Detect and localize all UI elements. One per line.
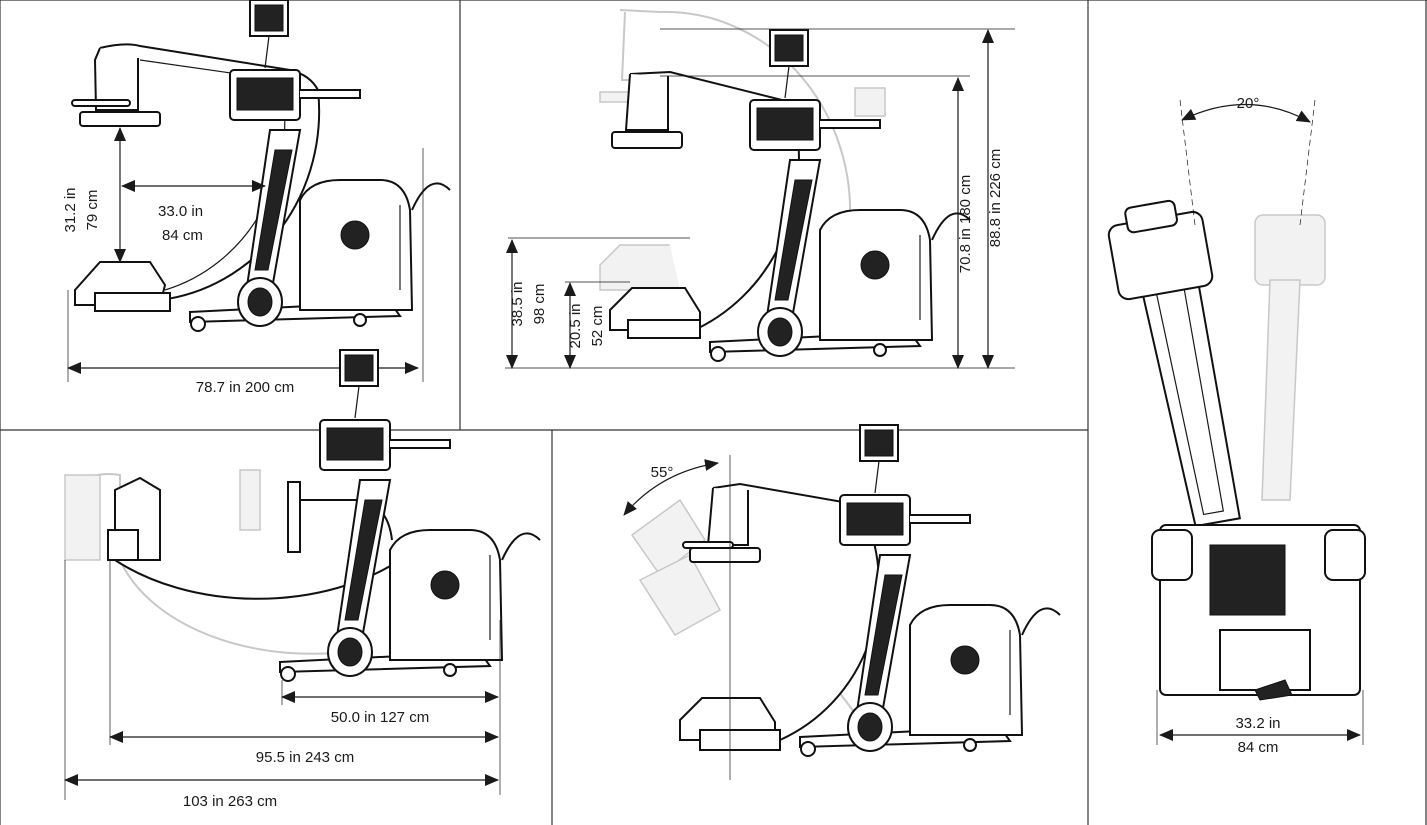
c-arm-icon [107,349,541,682]
rotation-angle-label: 20° [1237,95,1260,112]
width-in-label: 33.2 in [1235,715,1280,732]
width-cm-label: 84 cm [1238,739,1279,756]
mid-length-label: 95.5 in 243 cm [256,749,354,766]
short-length-label: 50.0 in 127 cm [331,709,429,726]
c-arm-icon [679,424,1061,757]
panel-rotation-view: 20° 33.2 in 84 cm [1107,95,1366,756]
panel-orbital-view: 50.0 in 127 cm 95.5 in 243 cm 103 in 263… [64,349,541,810]
mid-height-label: 70.8 in 180 cm [957,175,974,273]
depth-in-label: 33.0 in [158,203,203,220]
panel-side-view: 31.2 in 79 cm 33.0 in 84 cm 78.7 in 200 … [62,0,451,396]
panel-angulation-view: 55° [623,424,1061,780]
min-in-label: 20.5 in [567,303,584,348]
low-in-label: 38.5 in [509,281,526,326]
length-label: 78.7 in 200 cm [196,379,294,396]
c-arm-icon [609,29,971,362]
c-arm-icon [1107,199,1366,701]
angulation-angle-label: 55° [651,464,674,481]
low-cm-label: 98 cm [531,284,548,325]
c-arm-icon [71,0,451,332]
depth-cm-label: 84 cm [162,227,203,244]
height-cm-label: 79 cm [84,190,101,231]
min-cm-label: 52 cm [589,306,606,347]
max-height-label: 88.8 in 226 cm [987,149,1004,247]
long-length-label: 103 in 263 cm [183,793,277,810]
height-in-label: 31.2 in [62,187,79,232]
panel-raised-view: 38.5 in 98 cm 20.5 in 52 cm 70.8 in 180 … [505,9,1015,369]
